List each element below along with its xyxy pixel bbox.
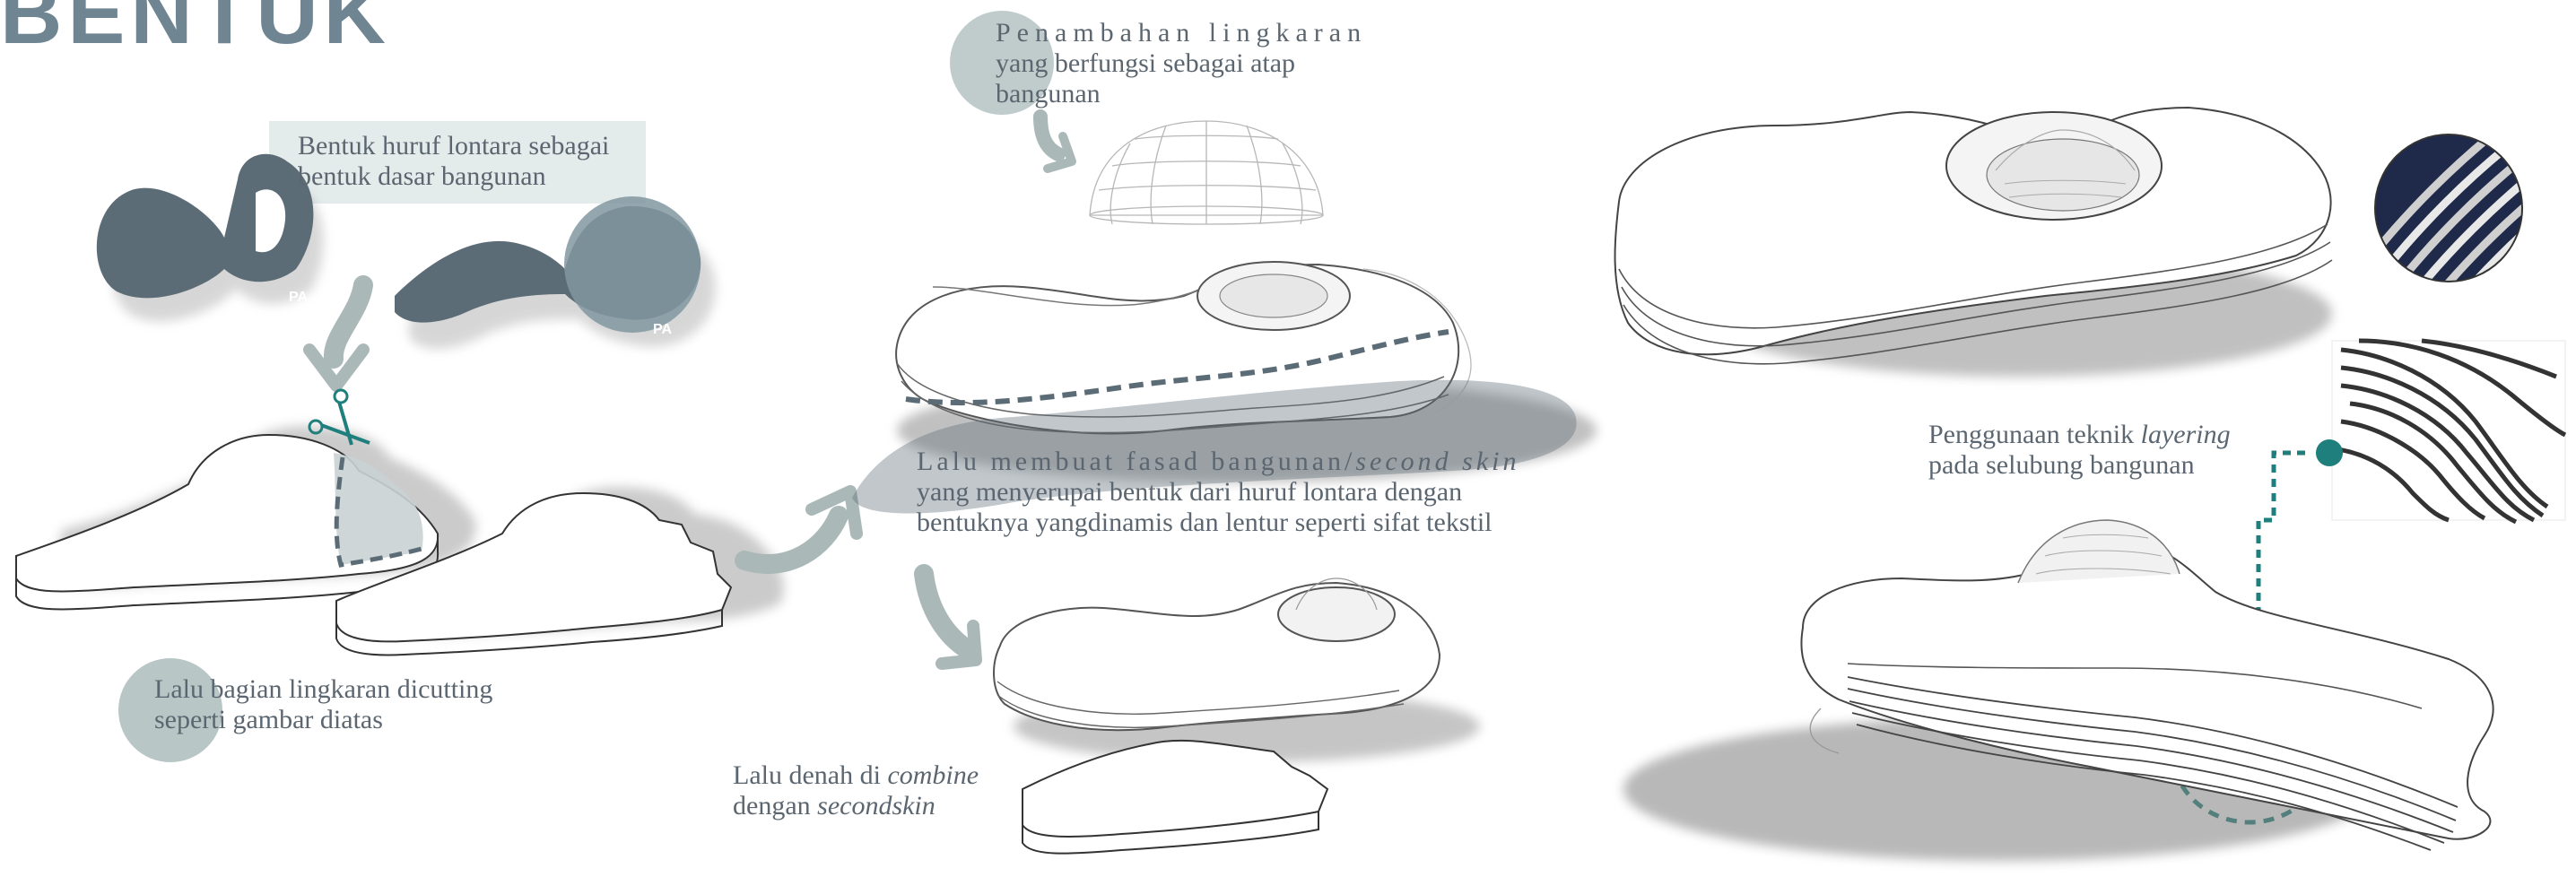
step3-label-line3: bangunan xyxy=(996,79,1367,109)
step4-label-line1b: second skin xyxy=(1355,447,1519,476)
curved-arrow-icon xyxy=(309,285,363,386)
lontara-letter-left: PA xyxy=(97,154,324,322)
step5-label: Lalu denah di combine dengan secondskin xyxy=(733,760,979,821)
letter-tag-left: PA xyxy=(289,290,308,305)
step6-label-line1a: Penggunaan teknik xyxy=(1928,420,2141,449)
step5-label-line1: Lalu denah di combine xyxy=(733,760,979,791)
connector-dot-icon xyxy=(2316,439,2343,466)
step4-label-line2: yang menyerupai bentuk dari huruf lontar… xyxy=(917,477,1545,508)
lontara-letter-right: PA xyxy=(395,196,716,349)
step3-label-line2: yang berfungsi sebagai atap xyxy=(996,48,1367,79)
step3-label-line1: Penambahan lingkaran xyxy=(996,18,1367,48)
step1-label: Bentuk huruf lontara sebagai bentuk dasa… xyxy=(298,131,609,192)
step1-label-line2: bentuk dasar bangunan xyxy=(298,161,609,192)
step2-label: Lalu bagian lingkaran dicutting seperti … xyxy=(154,674,492,735)
step4-label-line1: Lalu membuat fasad bangunan/second skin xyxy=(917,447,1545,477)
step5-label-line2b: secondskin xyxy=(817,791,936,821)
step6-label-line1: Penggunaan teknik layering xyxy=(1928,420,2231,450)
step6-label: Penggunaan teknik layering pada selubung… xyxy=(1928,420,2231,481)
step5-label-line2: dengan secondskin xyxy=(733,791,979,821)
step6-label-line2: pada selubung bangunan xyxy=(1928,450,2231,481)
step5-label-line1b: combine xyxy=(887,760,979,790)
step1-label-line1: Bentuk huruf lontara sebagai xyxy=(298,131,609,161)
step2-label-line2: seperti gambar diatas xyxy=(154,705,492,735)
step3-label: Penambahan lingkaran yang berfungsi seba… xyxy=(996,18,1367,109)
curved-arrow-icon xyxy=(924,574,976,664)
step4-label-line1a: Lalu membuat fasad bangunan/ xyxy=(917,447,1355,476)
step5-label-line2a: dengan xyxy=(733,791,817,821)
facade-detail-photo xyxy=(2372,130,2565,323)
step2-label-line1: Lalu bagian lingkaran dicutting xyxy=(154,674,492,705)
dome-roof xyxy=(1090,121,1323,224)
layered-facade-sketch xyxy=(2332,341,2565,522)
letter-tag-right: PA xyxy=(653,322,672,337)
step5-label-line1a: Lalu denah di xyxy=(733,760,887,790)
step4-label-line3: bentuknya yangdinamis dan lentur seperti… xyxy=(917,508,1545,538)
highlight-circle xyxy=(564,196,701,333)
step6-label-line1b: layering xyxy=(2141,420,2231,449)
step4-label: Lalu membuat fasad bangunan/second skin … xyxy=(917,447,1545,538)
curved-arrow-icon xyxy=(1040,117,1072,169)
